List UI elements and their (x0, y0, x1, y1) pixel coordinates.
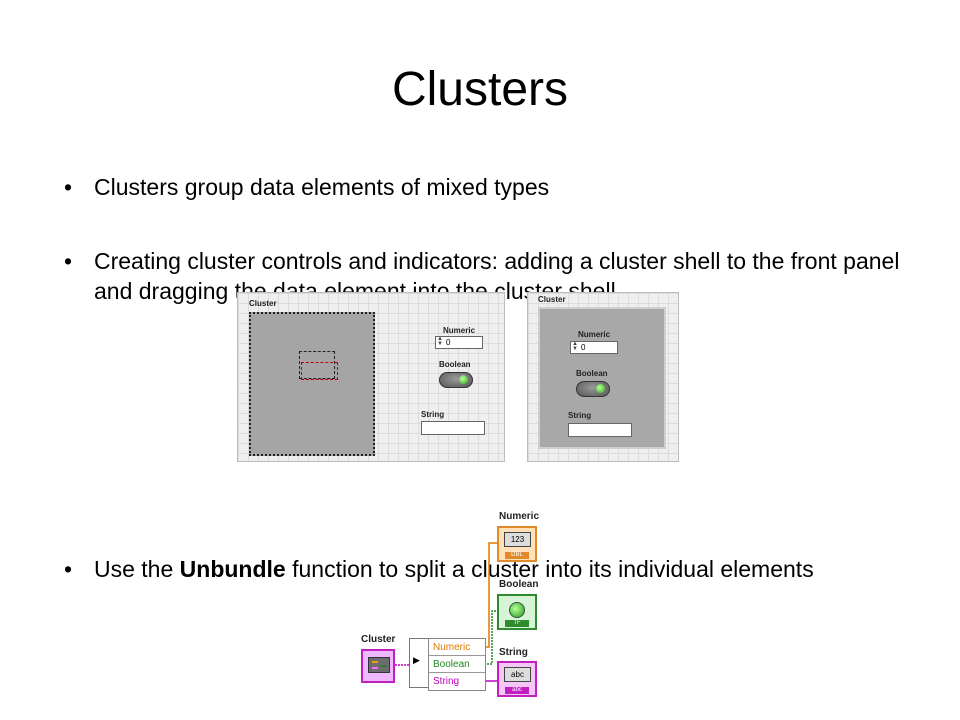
bullet-text-prefix: Use the (94, 556, 180, 582)
boolean-button[interactable] (576, 381, 610, 397)
string-label: String (421, 410, 445, 419)
string-control[interactable] (568, 423, 632, 437)
drop-target-outline (301, 362, 338, 380)
numeric-type-tag: DBL (505, 552, 529, 559)
bullet-item-mixed-types: Clusters group data elements of mixed ty… (64, 172, 914, 202)
numeric-label: Numeric (578, 330, 611, 339)
string-indicator-face: abc (504, 667, 531, 682)
string-indicator-label: String (499, 647, 528, 658)
numeric-indicator-face: 123 (504, 532, 531, 547)
slide-title: Clusters (391, 63, 569, 116)
bullet-text-suffix: function to split a cluster into its ind… (285, 556, 814, 582)
bullet-item-unbundle: Use the Unbundle function to split a clu… (64, 554, 914, 584)
unbundle-block-diagram: Cluster Numeric Boolean String Numeric 1… (358, 508, 558, 697)
boolean-type-tag: TF (505, 620, 529, 627)
unbundle-row-numeric: Numeric (429, 639, 485, 656)
numeric-control[interactable]: ▲▼ 0 (435, 336, 483, 349)
spinner-icon: ▲▼ (437, 336, 443, 347)
unbundle-row-string: String (433, 676, 460, 687)
boolean-label: Boolean (576, 369, 608, 378)
cluster-label: Cluster (249, 299, 277, 308)
bullet-text: Clusters group data elements of mixed ty… (94, 174, 550, 200)
unbundle-row-boolean: Boolean (429, 656, 485, 673)
selection-outline (299, 351, 335, 379)
wires (395, 542, 497, 682)
string-type-tag: abc (505, 687, 529, 694)
cluster-shell-empty (249, 312, 375, 456)
front-panel-dragging: Cluster Numeric ▲▼ 0 Boolean String (237, 292, 505, 462)
numeric-label: Numeric (443, 326, 476, 335)
boolean-wire (484, 610, 497, 665)
bullet-text-bold: Unbundle (179, 556, 286, 582)
cluster-glyph-icon (368, 657, 390, 673)
spinner-icon: ▲▼ (572, 341, 578, 352)
front-panel-cluster: Cluster Numeric ▲▼ 0 Boolean String (527, 292, 679, 462)
string-label: String (568, 411, 592, 420)
cluster-terminal-label: Cluster (361, 634, 396, 645)
boolean-indicator[interactable]: TF (497, 594, 537, 630)
numeric-wire (484, 542, 497, 648)
numeric-value: 0 (581, 343, 586, 352)
numeric-control[interactable]: ▲▼ 0 (570, 341, 618, 354)
numeric-indicator-label: Numeric (499, 511, 540, 522)
boolean-button[interactable] (439, 372, 473, 388)
numeric-indicator[interactable]: 123 DBL (497, 526, 537, 562)
numeric-value: 0 (446, 338, 451, 347)
unbundle-function[interactable]: Numeric Boolean String (428, 638, 486, 691)
cluster-terminal[interactable] (361, 649, 395, 683)
cluster-label: Cluster (538, 295, 566, 304)
led-icon (509, 602, 525, 618)
boolean-label: Boolean (439, 360, 471, 369)
unbundle-node[interactable] (409, 638, 429, 688)
string-indicator[interactable]: abc abc (497, 661, 537, 697)
cluster-shell-filled: Numeric ▲▼ 0 Boolean String (538, 307, 666, 449)
bullet-list: Clusters group data elements of mixed ty… (64, 172, 914, 584)
string-control[interactable] (421, 421, 485, 435)
boolean-indicator-label: Boolean (499, 579, 539, 590)
